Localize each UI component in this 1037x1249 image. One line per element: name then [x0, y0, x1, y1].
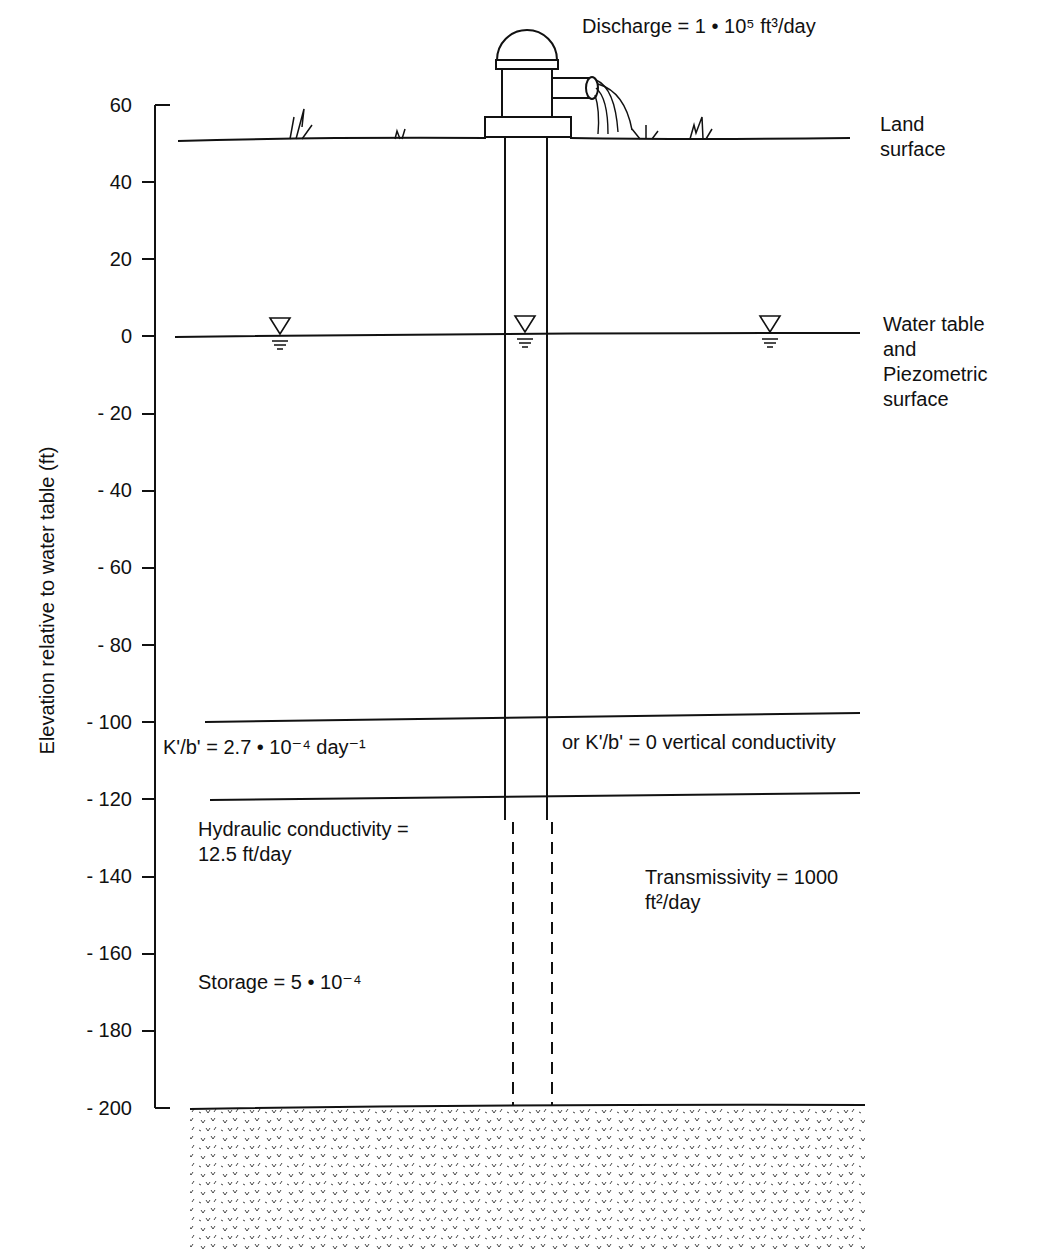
- leakance-alt-label: or K'/b' = 0 vertical conductivity: [562, 730, 836, 755]
- axis-title: Elevation relative to water table (ft): [36, 446, 61, 754]
- tick-label: 40: [110, 170, 132, 195]
- tick-label: - 160: [86, 941, 132, 966]
- tick-label: - 200: [86, 1096, 132, 1121]
- water-table-label: Water table and Piezometric surface: [883, 312, 1005, 412]
- discharge-water: [595, 80, 632, 134]
- tick-label: - 80: [98, 633, 132, 658]
- transmissivity-label: Transmissivity = 1000 ft²/day: [645, 865, 845, 915]
- elevation-axis: [142, 105, 170, 1108]
- water-table-symbol: [270, 316, 780, 349]
- tick-label: - 100: [86, 710, 132, 735]
- tick-label: - 120: [86, 787, 132, 812]
- tick-label: 20: [110, 247, 132, 272]
- bedrock-top: [190, 1105, 865, 1109]
- tick-label: - 140: [86, 864, 132, 889]
- tick-label: - 40: [98, 478, 132, 503]
- pump: [485, 30, 598, 137]
- land-surface-line: [178, 138, 850, 141]
- water-table-line: [175, 333, 860, 337]
- tick-label: - 60: [98, 555, 132, 580]
- tick-label: 60: [110, 93, 132, 118]
- tick-label: - 20: [98, 401, 132, 426]
- storage-label: Storage = 5 • 10⁻⁴: [198, 970, 361, 995]
- discharge-label: Discharge = 1 • 10⁵ ft³/day: [582, 14, 816, 39]
- tick-label: 0: [121, 324, 132, 349]
- bedrock: [190, 1108, 865, 1249]
- tick-label: - 180: [86, 1018, 132, 1043]
- well: [505, 137, 552, 1106]
- leakance-label: K'/b' = 2.7 • 10⁻⁴ day⁻¹: [163, 735, 366, 760]
- conductivity-label: Hydraulic conductivity = 12.5 ft/day: [198, 817, 438, 867]
- land-surface-label: Land surface: [880, 112, 980, 162]
